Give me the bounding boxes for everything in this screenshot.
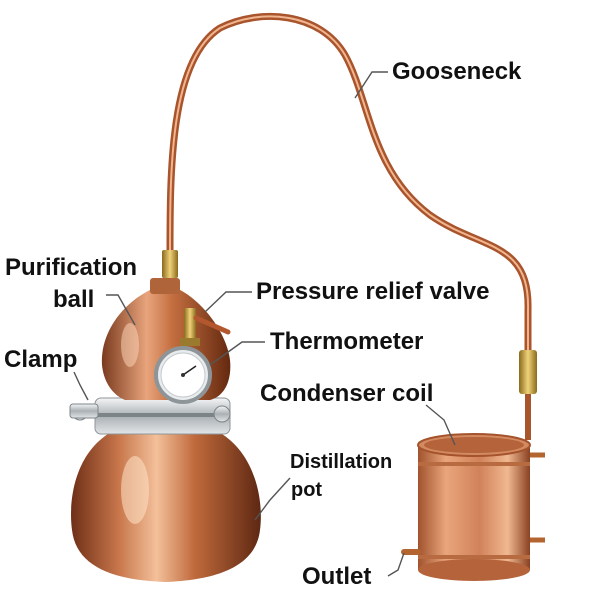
- label-condenser-coil: Condenser coil: [260, 380, 434, 407]
- label-distillation-pot-line1: Distillation: [290, 451, 393, 473]
- label-distillation-pot-line2: pot: [291, 479, 323, 501]
- distillation-pot-body: [71, 430, 261, 582]
- label-gooseneck: Gooseneck: [392, 58, 522, 85]
- label-outlet: Outlet: [302, 563, 372, 590]
- label-purification-ball-line2: ball: [53, 286, 95, 313]
- label-thermometer: Thermometer: [270, 328, 424, 355]
- label-pressure-relief-valve: Pressure relief valve: [256, 278, 490, 305]
- top-fitting: [162, 250, 178, 278]
- label-clamp: Clamp: [4, 346, 78, 373]
- coil-fitting: [519, 350, 537, 394]
- label-purification-ball-line1: Purification: [5, 254, 138, 281]
- pressure-relief-valve: [184, 308, 196, 342]
